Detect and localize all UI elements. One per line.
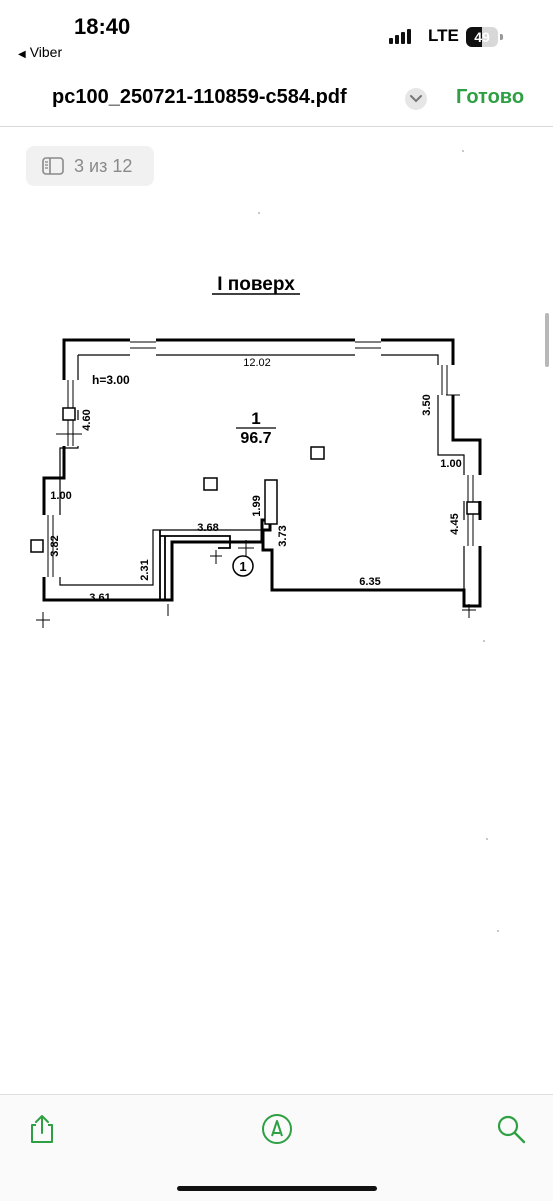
chevron-down-icon[interactable] — [405, 88, 427, 110]
bottom-toolbar — [0, 1094, 553, 1201]
share-icon — [31, 1115, 53, 1143]
dim-top: 12.02 — [243, 357, 271, 369]
scan-speck — [497, 930, 499, 932]
dim-left-upper: 4.60 — [81, 409, 93, 430]
network-type: LTE — [428, 26, 459, 45]
search-button[interactable] — [495, 1113, 527, 1145]
scan-speck — [483, 640, 485, 642]
vertical-scrollbar[interactable] — [545, 313, 549, 367]
scan-speck — [462, 150, 464, 152]
signal-strength-icon — [389, 26, 413, 44]
entrance-marker-label: 1 — [239, 559, 246, 574]
share-button[interactable] — [27, 1113, 59, 1145]
status-bar: 18:40 ◀Viber LTE 49 — [0, 0, 553, 70]
markup-button[interactable] — [261, 1113, 293, 1145]
dim-left-step: 1.00 — [50, 490, 71, 502]
markup-icon — [262, 1114, 292, 1144]
room-number: 1 — [251, 409, 260, 428]
battery-icon: 49 — [466, 27, 504, 47]
dim-right-lower: 4.45 — [449, 513, 461, 534]
floor-plan-svg: І поверх — [30, 274, 482, 628]
dim-bottom-right: 6.35 — [359, 576, 380, 588]
dim-right-upper: 3.50 — [421, 394, 433, 415]
floor-plan-drawing: І поверх — [0, 190, 553, 650]
back-app-label: Viber — [29, 44, 63, 60]
search-icon — [497, 1115, 526, 1144]
height-note: h=3.00 — [92, 373, 130, 387]
dim-entrance-left: 2.31 — [139, 559, 151, 580]
back-arrow-icon: ◀ — [18, 49, 26, 60]
page-indicator-label: 3 из 12 — [74, 156, 133, 176]
done-button[interactable]: Готово — [456, 86, 525, 108]
document-nav-bar: pc100_250721-110859-c584.pdf Готово — [0, 70, 553, 127]
dim-column: 1.99 — [251, 495, 263, 516]
home-indicator[interactable] — [177, 1186, 377, 1191]
scan-speck — [486, 838, 488, 840]
page-indicator[interactable]: 3 из 12 — [26, 146, 154, 186]
floor-title: І поверх — [217, 274, 295, 295]
room-area: 96.7 — [240, 430, 271, 447]
status-time: 18:40 — [74, 14, 131, 39]
battery-level: 49 — [474, 29, 490, 45]
sidebar-icon — [42, 157, 64, 175]
entrance-marker — [232, 555, 254, 577]
scan-speck — [258, 212, 260, 214]
document-title[interactable]: pc100_250721-110859-c584.pdf — [52, 86, 347, 108]
dim-left-lower: 3.82 — [49, 535, 61, 556]
back-to-app-link[interactable]: ◀Viber — [18, 44, 62, 60]
dim-entrance-right: 3.73 — [277, 525, 289, 546]
dim-right-step: 1.00 — [440, 458, 461, 470]
dim-entrance-top: 3.68 — [197, 522, 218, 534]
dim-bottom-left: 3.61 — [89, 592, 110, 604]
